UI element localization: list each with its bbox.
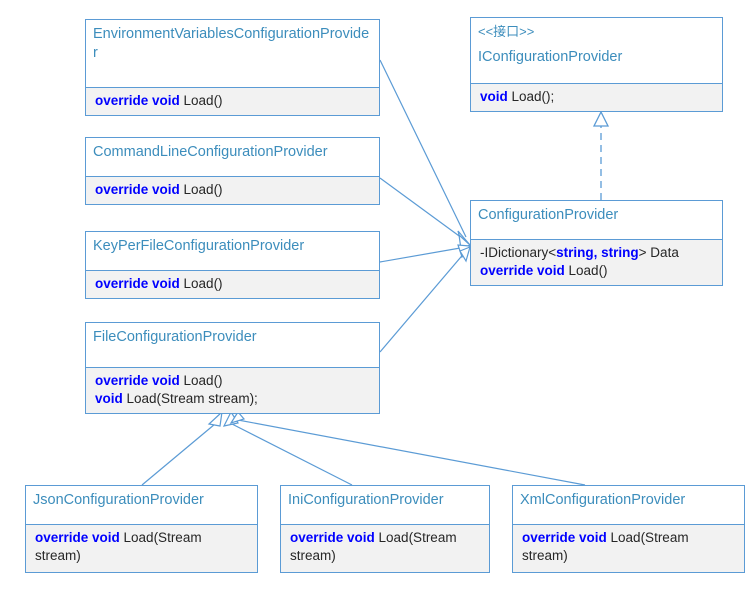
- arrowhead-keyper: [457, 244, 472, 259]
- interface-members: void Load();: [471, 83, 722, 111]
- member-row: override void Load(Stream stream): [35, 529, 250, 565]
- member-row: override void Load(Stream stream): [522, 529, 737, 565]
- class-title: XmlConfigurationProvider: [520, 492, 686, 508]
- member-rest: Load(): [179, 93, 223, 108]
- edge-env-to-base: [379, 59, 467, 238]
- class-box-xml-configuration-provider[interactable]: XmlConfigurationProvider override void L…: [512, 485, 745, 573]
- member-row: void Load(Stream stream);: [95, 390, 372, 408]
- interface-header: <<接口>> IConfigurationProvider: [471, 18, 722, 83]
- class-box-json-configuration-provider[interactable]: JsonConfigurationProvider override void …: [25, 485, 258, 573]
- class-header: CommandLineConfigurationProvider: [86, 138, 379, 176]
- class-header: JsonConfigurationProvider: [26, 486, 257, 524]
- class-title: KeyPerFileConfigurationProvider: [93, 238, 305, 254]
- member-keyword: override void: [35, 530, 120, 545]
- class-box-command-line-configuration-provider[interactable]: CommandLineConfigurationProvider overrid…: [85, 137, 380, 205]
- class-title: FileConfigurationProvider: [93, 329, 257, 345]
- class-members: override void Load(): [86, 87, 379, 115]
- member-rest: Load(): [179, 373, 223, 388]
- arrowhead-json: [207, 410, 223, 427]
- arrowhead-realization-interface: [592, 110, 610, 127]
- member-keyword: void: [480, 89, 508, 104]
- class-title: ConfigurationProvider: [478, 207, 619, 223]
- member-rest: Load(Stream stream): [35, 530, 202, 563]
- member-rest: Load();: [507, 89, 555, 104]
- class-members: override void Load(Stream stream): [513, 524, 744, 572]
- member-keyword: override void: [95, 373, 180, 388]
- class-box-configuration-provider[interactable]: ConfigurationProvider -IDictionary<strin…: [470, 200, 723, 286]
- member-keyword: override void: [95, 276, 180, 291]
- member-row: override void Load(): [480, 262, 715, 280]
- member-row: override void Load(): [95, 92, 372, 110]
- class-box-environment-variables-configuration-provider[interactable]: EnvironmentVariablesConfigurationProvide…: [85, 19, 380, 116]
- member-keyword: override void: [522, 530, 607, 545]
- edge-ini-to-file: [231, 423, 353, 486]
- member-rest: Load(): [179, 276, 223, 291]
- member-keyword: string, string: [556, 245, 639, 260]
- member-rest: Load(Stream stream): [522, 530, 689, 563]
- edge-xml-to-file: [237, 419, 586, 486]
- member-rest: Load(): [179, 182, 223, 197]
- class-box-ini-configuration-provider[interactable]: IniConfigurationProvider override void L…: [280, 485, 490, 573]
- arrowhead-env: [457, 230, 472, 247]
- class-members: override void Load(): [86, 270, 379, 298]
- class-header: XmlConfigurationProvider: [513, 486, 744, 524]
- member-row-field: -IDictionary<string, string> Data: [480, 244, 715, 262]
- member-prefix: IDictionary<: [484, 245, 557, 260]
- member-keyword: override void: [95, 182, 180, 197]
- class-members: override void Load(Stream stream): [281, 524, 489, 572]
- class-members: override void Load(Stream stream): [26, 524, 257, 572]
- class-members: override void Load(): [86, 176, 379, 204]
- edge-keyper-to-base: [379, 246, 467, 263]
- class-title: IConfigurationProvider: [478, 49, 623, 65]
- arrowhead-cmd: [458, 233, 472, 250]
- class-header: IniConfigurationProvider: [281, 486, 489, 524]
- class-box-key-per-file-configuration-provider[interactable]: KeyPerFileConfigurationProvider override…: [85, 231, 380, 299]
- class-title: CommandLineConfigurationProvider: [93, 144, 328, 160]
- member-visibility: -: [480, 245, 485, 260]
- class-members: override void Load() void Load(Stream st…: [86, 367, 379, 413]
- member-rest: Load(): [564, 263, 608, 278]
- class-title: JsonConfigurationProvider: [33, 492, 204, 508]
- class-title: EnvironmentVariablesConfigurationProvide…: [93, 26, 370, 61]
- class-box-iconfiguration-provider[interactable]: <<接口>> IConfigurationProvider void Load(…: [470, 17, 723, 112]
- member-keyword: override void: [290, 530, 375, 545]
- member-row: override void Load(): [95, 275, 372, 293]
- edge-cmd-to-base: [379, 177, 467, 242]
- class-title: IniConfigurationProvider: [288, 492, 444, 508]
- member-row: override void Load(): [95, 181, 372, 199]
- arrowhead-file: [459, 245, 471, 263]
- class-box-file-configuration-provider[interactable]: FileConfigurationProvider override void …: [85, 322, 380, 414]
- member-keyword: override void: [480, 263, 565, 278]
- class-header: ConfigurationProvider: [471, 201, 722, 239]
- class-header: FileConfigurationProvider: [86, 323, 379, 367]
- member-keyword: void: [95, 391, 123, 406]
- edge-file-to-base: [379, 250, 467, 353]
- member-rest: > Data: [638, 245, 679, 260]
- member-row: override void Load(Stream stream): [290, 529, 482, 565]
- member-keyword: override void: [95, 93, 180, 108]
- member-rest: Load(Stream stream): [290, 530, 457, 563]
- arrowhead-ini: [222, 410, 239, 427]
- member-row: void Load();: [480, 88, 715, 106]
- class-header: KeyPerFileConfigurationProvider: [86, 232, 379, 270]
- member-row: override void Load(): [95, 372, 372, 390]
- stereotype-label: <<接口>>: [478, 24, 535, 39]
- class-header: EnvironmentVariablesConfigurationProvide…: [86, 20, 379, 87]
- member-rest: Load(Stream stream);: [122, 391, 258, 406]
- class-members: -IDictionary<string, string> Data overri…: [471, 239, 722, 285]
- edge-json-to-file: [141, 423, 216, 486]
